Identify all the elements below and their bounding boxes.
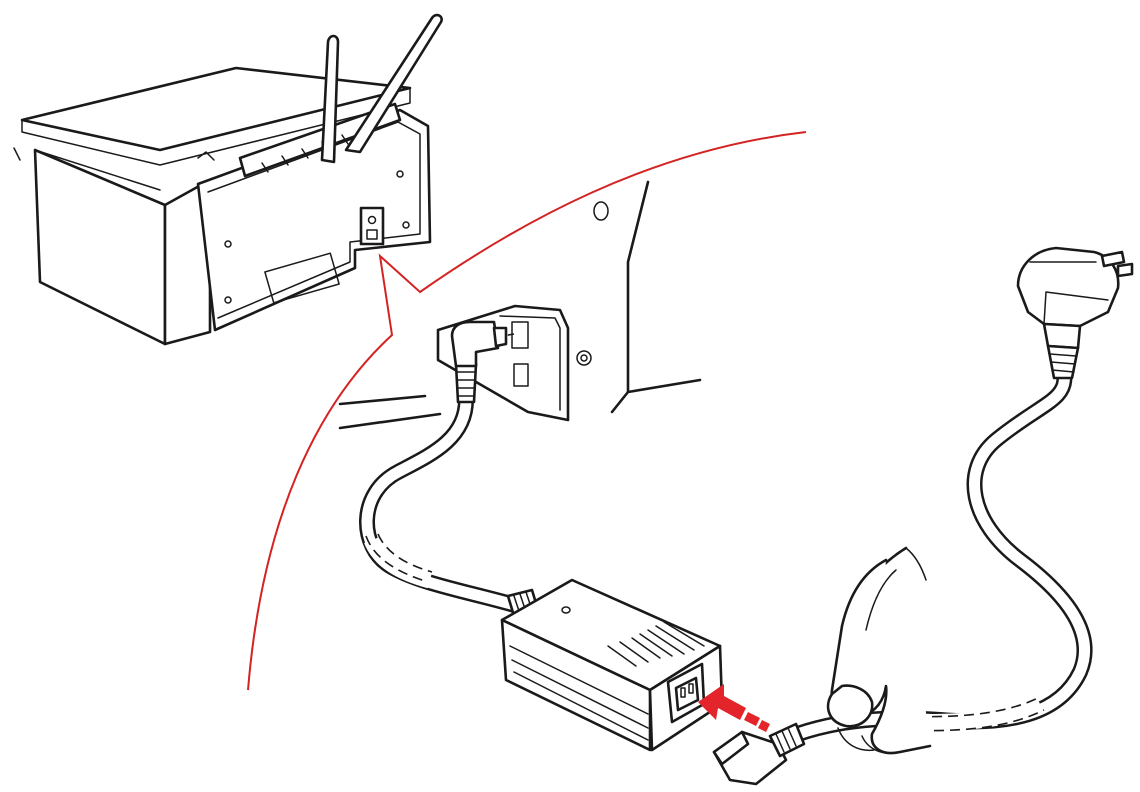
plug-head <box>1016 246 1120 328</box>
adapter-inlet-pin <box>688 683 694 694</box>
ac-cord-fill <box>776 368 1091 746</box>
dc-cable-fill <box>361 394 524 612</box>
printer-front-bezel <box>13 147 161 191</box>
printer-hinge <box>197 151 215 161</box>
printer-paper-arm-left <box>320 34 340 164</box>
dc-cable-dash-a <box>365 535 429 583</box>
printer-paper-slot <box>238 102 402 178</box>
dc-plug-tip <box>492 326 508 348</box>
hand-illustration <box>826 546 932 755</box>
closeup-usb-port <box>513 363 529 387</box>
adapter-front <box>500 618 652 752</box>
closeup-floor-right <box>626 378 702 394</box>
closeup-port-housing-inner <box>499 315 561 411</box>
adapter-vents <box>607 621 705 667</box>
dc-cable-relief-ribs <box>456 371 476 397</box>
printer-body-front <box>33 148 167 346</box>
adapter-led <box>561 606 571 614</box>
printer-usb-port <box>366 229 378 240</box>
hand-finger-lines <box>837 569 901 754</box>
plug-pin <box>1116 262 1134 278</box>
printer-screw <box>224 240 232 248</box>
hand-thumb <box>826 684 874 728</box>
printer-paper-arm-right <box>344 13 443 154</box>
c13-connector-ribs <box>775 727 797 753</box>
closeup-floor-left-2 <box>338 412 442 430</box>
closeup-mount-hole <box>593 201 609 221</box>
printer-screw <box>396 170 404 178</box>
zoom-callout <box>247 131 807 691</box>
adapter-inlet-pin <box>680 687 686 698</box>
insert-arrow-head <box>698 684 746 720</box>
printer-screw <box>402 221 410 229</box>
printer-screw <box>224 296 232 304</box>
closeup-screw-center <box>580 354 588 362</box>
dc-cable-dash-b <box>377 533 433 573</box>
power-adapter-illustration <box>500 578 724 752</box>
plug-collar <box>1042 322 1082 350</box>
closeup-floor-left <box>338 394 427 406</box>
dc-cable-gap <box>364 536 433 589</box>
zoom-callout-arc <box>247 131 807 691</box>
insert-arrow-dash-1 <box>744 712 760 726</box>
closeup-panel-edge <box>610 180 650 414</box>
closeup-screw <box>576 350 592 366</box>
plug-head-edge <box>1029 261 1109 325</box>
dc-plug-body <box>450 320 500 368</box>
c13-connector-face <box>712 730 750 766</box>
printer-body-side <box>163 178 212 346</box>
insert-arrow-icon <box>698 684 770 732</box>
printer-rating-label <box>264 252 340 304</box>
closeup-dc-jack <box>511 321 529 349</box>
power-plug-illustration <box>1016 246 1134 380</box>
ac-cord-outline <box>774 366 1093 748</box>
adapter-front-ridges <box>509 645 649 741</box>
dc-cable-outline <box>359 392 526 614</box>
hand-wrist <box>905 547 927 581</box>
printer-power-port-jack <box>367 215 377 225</box>
plug-relief-ribs <box>1049 353 1077 373</box>
plug-pin <box>1100 250 1126 268</box>
printer-illustration <box>13 13 443 346</box>
printer-lid-edge <box>21 87 411 166</box>
insert-arrow-dash-2 <box>758 720 770 732</box>
